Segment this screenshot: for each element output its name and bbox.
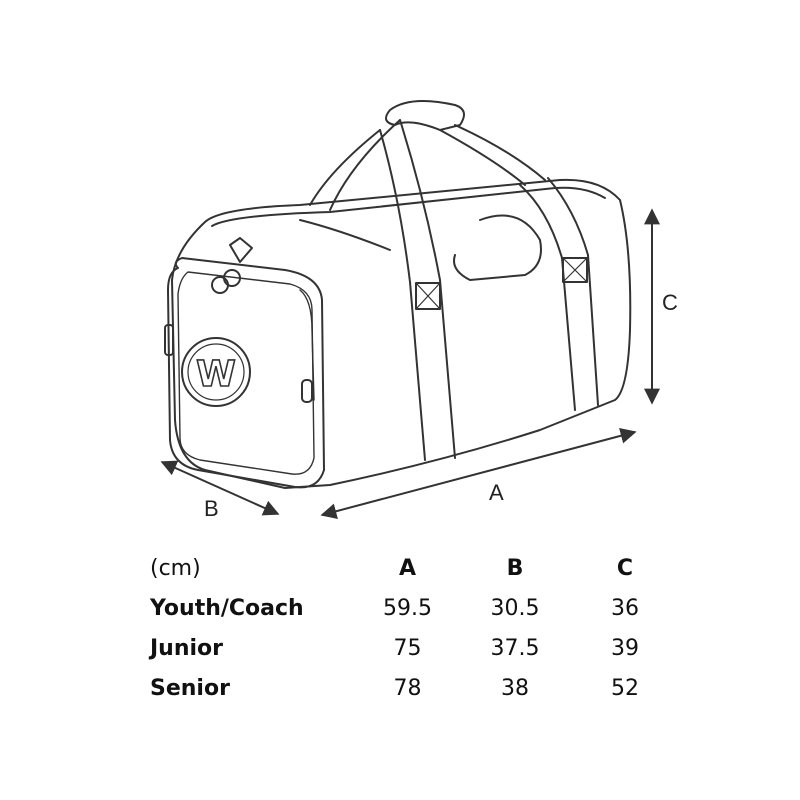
logo-circle	[181, 337, 251, 407]
size-table: (cm) A B C Youth/Coach 59.5 30.5 36 Juni…	[150, 548, 680, 708]
table-row: Junior 75 37.5 39	[150, 628, 680, 668]
table-header-row: (cm) A B C	[150, 548, 680, 588]
cell-c: 52	[611, 675, 639, 701]
handle	[385, 100, 465, 131]
dimension-label-c: C	[662, 290, 678, 315]
logo-mark: W	[196, 354, 236, 395]
cell-b: 37.5	[490, 635, 540, 661]
column-header-b: B	[506, 555, 524, 581]
dimension-arrow-a	[320, 427, 637, 520]
dimension-label-a: A	[489, 480, 504, 505]
cell-a: 75	[393, 635, 422, 661]
table-row: Senior 78 38 52	[150, 668, 680, 708]
row-label: Youth/Coach	[150, 595, 304, 621]
column-header-c: C	[616, 555, 634, 581]
bag-drawing	[164, 100, 632, 489]
column-header-a: A	[398, 555, 417, 581]
end-panel	[167, 257, 325, 489]
cell-c: 36	[611, 595, 639, 621]
cell-a: 59.5	[383, 595, 432, 621]
row-label: Junior	[150, 635, 224, 661]
back-strap	[561, 254, 599, 411]
cell-c: 39	[611, 635, 639, 661]
cell-b: 30.5	[490, 595, 540, 621]
table-row: Youth/Coach 59.5 30.5 36	[150, 588, 680, 628]
dimension-label-b: B	[204, 496, 219, 521]
row-label: Senior	[150, 675, 230, 701]
cell-b: 38	[501, 675, 529, 701]
duffel-bag-diagram: W	[160, 100, 660, 520]
dimension-arrow-b	[160, 460, 280, 516]
cell-a: 78	[393, 675, 422, 701]
unit-header: (cm)	[150, 555, 201, 581]
